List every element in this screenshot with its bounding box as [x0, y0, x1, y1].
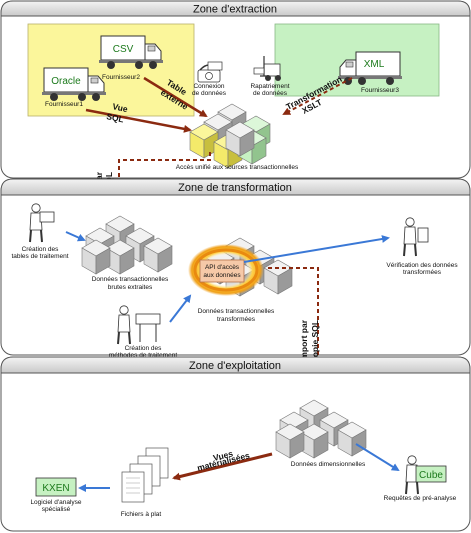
api-label-1: API d'accès [205, 264, 240, 271]
person-at-machine-icon [117, 304, 161, 345]
vue-sql-label-2: SQL [106, 111, 125, 124]
unified-access-label: Accès unifié aux sources transactionnell… [176, 164, 299, 171]
forklift-icon [253, 56, 281, 81]
transformation-zone-title: Zone de transformation [178, 182, 292, 194]
connexion-label-1: Connexion [193, 83, 224, 90]
cube-label: Cube [419, 470, 443, 481]
rapatriement-label-1: Rapatriement [250, 83, 289, 90]
connexion-label-2: de données [192, 90, 227, 97]
raw-data-label-2: brutes extraites [108, 284, 153, 291]
arrow-api-to-verification [243, 235, 390, 263]
supplier3-caption: Fournisseur3 [361, 87, 399, 94]
api-label-2: aux données [203, 272, 241, 279]
arrow-tables-to-raw [65, 231, 86, 242]
transformed-data-label-2: transformées [217, 316, 256, 323]
raw-data-label-1: Données transactionnelles [92, 276, 169, 283]
api-ring [193, 248, 259, 292]
transformed-data-label-1: Données transactionnelles [198, 308, 275, 315]
arrow-dim-to-cube [355, 443, 400, 472]
exploitation-zone: Zone d'exploitation [0, 356, 471, 532]
arrow-table-externe [143, 76, 208, 118]
requetes-label: Requêtes de pré-analyse [384, 495, 457, 502]
verification-label-1: Vérification des données [386, 262, 458, 269]
logiciel-label-1: Logiciel d'analyse [30, 499, 81, 506]
exploitation-zone-title: Zone d'exploitation [189, 360, 281, 372]
supplier2-caption: Fournisseur2 [102, 74, 140, 81]
person-carrying-box-icon [29, 202, 55, 243]
import-arrow-1 [115, 152, 211, 226]
kxen-box [35, 477, 77, 497]
csv-label: CSV [113, 44, 134, 55]
dimensional-data-label: Données dimensionnelles [291, 461, 366, 468]
verification-label-2: transformées [403, 269, 442, 276]
oracle-label: Oracle [51, 76, 81, 87]
flat-files-icon [121, 447, 169, 503]
extraction-zone-title: Zone d'extraction [193, 4, 277, 16]
truck-oracle-icon: Oracle [41, 67, 107, 102]
creation-methods-label-2: méthodes de traitement [109, 352, 177, 359]
creation-tables-label-2: tables de traitement [11, 253, 68, 260]
kxen-label: KXEN [42, 483, 69, 494]
xml-label: XML [364, 59, 385, 70]
arrow-vue-sql [85, 108, 192, 133]
rapatriement-label-2: de données [253, 90, 288, 97]
vue-sql-label-1: Vue [112, 101, 129, 114]
vues-mat-label-1: Vues [212, 448, 234, 463]
phone-fax-icon [197, 61, 223, 83]
arrow-methods-to-api [169, 294, 192, 323]
arrow-vues-materialisees [172, 452, 273, 481]
cube-box [415, 465, 447, 483]
creation-methods-label-1: Création des [125, 345, 163, 352]
arrow-xslt [282, 77, 353, 115]
import2-label-1: Import par [299, 319, 309, 362]
import-arrow-2 [268, 267, 322, 400]
supplier1-caption: Fournisseur1 [45, 101, 83, 108]
creation-tables-label-1: Création des [22, 246, 60, 253]
person-verifying-icon [403, 216, 429, 257]
truck-csv-icon: CSV [98, 35, 164, 70]
flat-files-label: Fichiers à plat [121, 511, 162, 518]
api-box [199, 259, 245, 283]
logiciel-label-2: spécialisé [42, 506, 71, 513]
import2-label-2: copie SQL [310, 320, 320, 362]
